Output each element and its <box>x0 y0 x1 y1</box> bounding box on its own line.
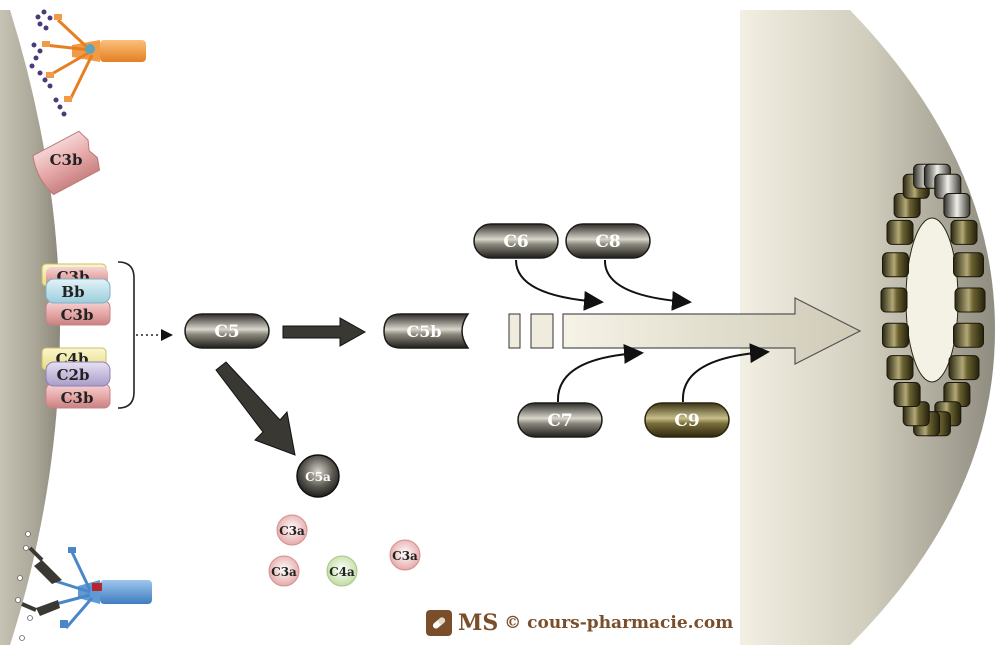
pore-segment <box>882 252 909 278</box>
c5-label: C5 <box>214 322 239 342</box>
small-segment-1 <box>508 313 521 349</box>
pore-segment <box>954 287 986 313</box>
c3b-top-label: C3b <box>50 151 83 169</box>
pore-segment <box>893 382 921 407</box>
c8-label: C8 <box>595 232 620 252</box>
c3a-ball-2: C3a <box>268 555 300 587</box>
arrow-c8 <box>603 259 692 311</box>
mac-assembly-arrow <box>562 297 862 365</box>
c7-label: C7 <box>547 411 572 431</box>
c3a-label-1: C3a <box>279 524 305 538</box>
watermark-site: © cours-pharmacie.com <box>504 613 734 633</box>
c3a-label-2: C3a <box>271 565 297 579</box>
c8-pill: C8 <box>565 223 651 259</box>
c3a-ball-3: C3a <box>389 539 421 571</box>
c6-label: C6 <box>503 232 528 252</box>
arrow-c6 <box>515 259 604 311</box>
c5-convertase-c2b-label: C2b <box>57 366 90 384</box>
pore-ring-icon <box>880 163 986 437</box>
c5-pill: C5 <box>184 313 270 349</box>
c5b-pill: C5b <box>383 313 470 349</box>
pore-segment <box>953 322 984 348</box>
watermark-ms: MS <box>458 610 499 636</box>
pore-segment <box>953 252 984 278</box>
c9-label: C9 <box>674 411 699 431</box>
small-segment-2 <box>530 313 554 349</box>
c7-pill: C7 <box>517 402 603 438</box>
c3-convertase: C3b C3b Bb <box>41 263 111 326</box>
pore-segment <box>886 219 914 245</box>
pore-segment <box>943 193 971 218</box>
c5b-label: C5b <box>406 322 441 341</box>
pore-segment <box>882 322 909 348</box>
c5a-ball: C5a <box>296 454 340 498</box>
c5a-label: C5a <box>305 470 331 484</box>
c3a-label-3: C3a <box>392 549 418 563</box>
pill-logo-icon <box>426 610 452 636</box>
receptor-icon <box>15 531 152 641</box>
c5-convertase: C4b C3b C2b <box>41 347 111 409</box>
convertase-bracket <box>117 261 135 409</box>
c4a-label: C4a <box>329 565 355 579</box>
c3-convertase-bb-label: Bb <box>61 283 84 301</box>
pore-segment <box>950 219 978 245</box>
pore-segment <box>880 287 908 313</box>
arrow-c7 <box>556 343 644 403</box>
pore-segment <box>886 355 914 381</box>
antibody-complex-icon <box>29 9 146 117</box>
pore-segment <box>948 355 980 381</box>
c3-convertase-c3b-b-label: C3b <box>61 306 94 324</box>
c9-pill: C9 <box>644 402 730 438</box>
arrow-c5-to-c5a <box>215 361 296 456</box>
c4a-ball: C4a <box>326 555 358 587</box>
c5-convertase-c3b-label: C3b <box>61 389 94 407</box>
watermark: MS © cours-pharmacie.com <box>426 608 733 638</box>
c6-pill: C6 <box>473 223 559 259</box>
c3a-ball-1: C3a <box>276 514 308 546</box>
c3b-bound: C3b <box>32 130 101 196</box>
arrow-c5-to-c5b <box>282 317 367 347</box>
arrow-c9 <box>681 343 770 403</box>
